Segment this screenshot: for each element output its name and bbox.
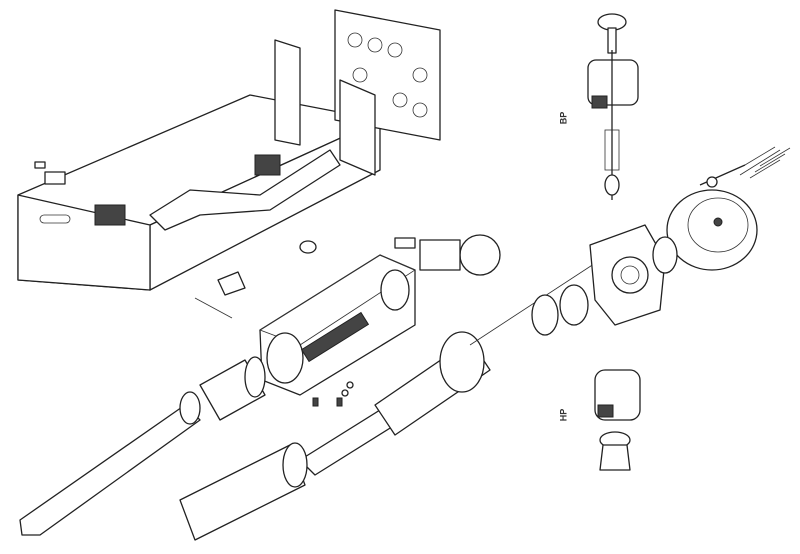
small-parts bbox=[194, 271, 354, 407]
accumulator bbox=[179, 442, 308, 541]
upper-valve-assembly bbox=[587, 13, 639, 200]
mounting-frame bbox=[17, 9, 441, 291]
upper-valve-label: BP bbox=[558, 111, 569, 125]
lower-valve-label: HP bbox=[558, 408, 569, 422]
chisel-tool bbox=[19, 391, 201, 536]
valve-body bbox=[299, 189, 758, 336]
front-bushing bbox=[199, 356, 266, 421]
spring-bolt bbox=[699, 146, 791, 188]
cylinder-housing bbox=[259, 254, 416, 396]
lower-valve-assembly bbox=[594, 369, 641, 471]
piston bbox=[299, 259, 601, 476]
